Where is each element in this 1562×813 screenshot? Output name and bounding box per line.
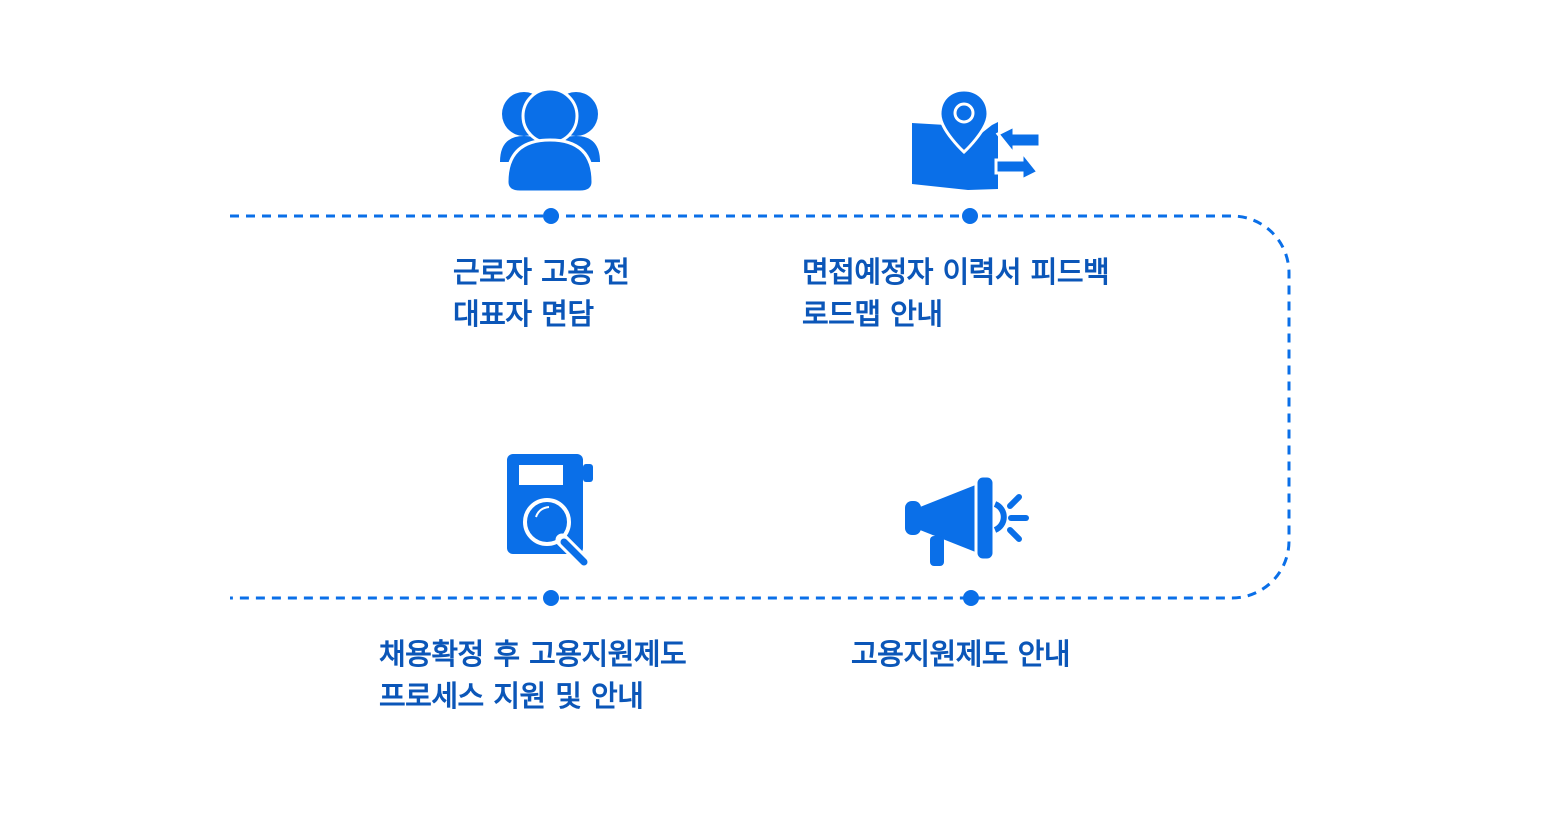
node-dot-4 <box>963 590 979 606</box>
step-label-3: 채용확정 후 고용지원제도 프로세스 지원 및 안내 <box>379 633 687 717</box>
document-search-icon <box>507 454 593 568</box>
map-route-icon <box>912 88 1042 190</box>
node-dot-3 <box>543 590 559 606</box>
step-label-2: 면접예정자 이력서 피드백 로드맵 안내 <box>802 251 1110 335</box>
step-label-2-line-1: 면접예정자 이력서 피드백 <box>802 255 1110 289</box>
step-label-3-line-2: 프로세스 지원 및 안내 <box>379 679 644 713</box>
people-icon <box>500 87 600 194</box>
step-label-1-line-1: 근로자 고용 전 <box>453 255 630 289</box>
step-label-4: 고용지원제도 안내 <box>851 633 1071 675</box>
megaphone-icon <box>905 474 1029 566</box>
step-label-1-line-2: 대표자 면담 <box>453 297 594 331</box>
step-label-1: 근로자 고용 전 대표자 면담 <box>453 251 630 335</box>
step-label-3-line-1: 채용확정 후 고용지원제도 <box>379 637 687 671</box>
step-label-4-line-1: 고용지원제도 안내 <box>851 637 1071 671</box>
node-dot-1 <box>543 208 559 224</box>
node-dot-2 <box>962 208 978 224</box>
step-label-2-line-2: 로드맵 안내 <box>802 297 943 331</box>
